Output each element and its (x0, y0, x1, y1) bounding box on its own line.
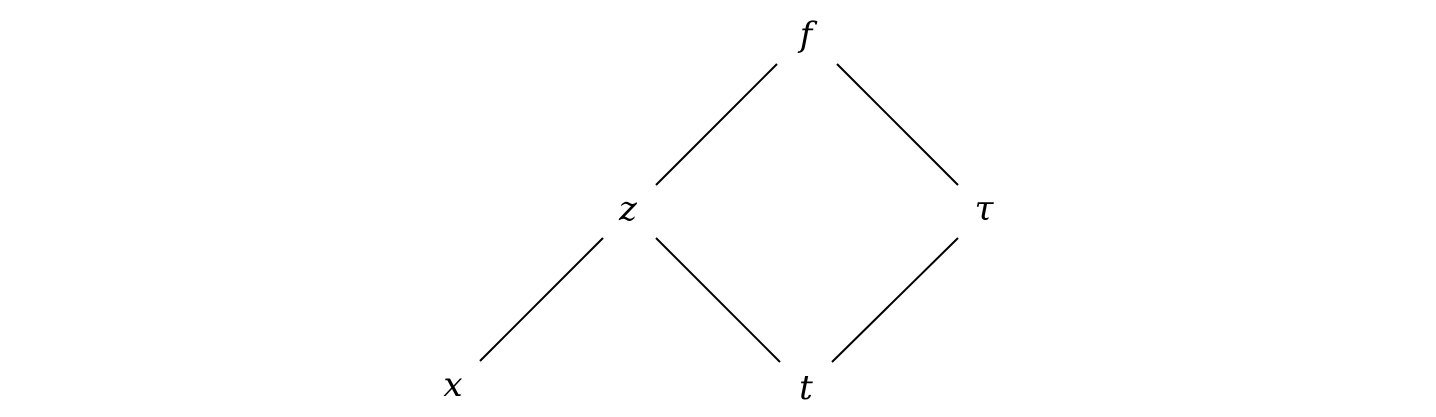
edge-tau-t (831, 237, 959, 363)
edge-f-tau (836, 63, 959, 186)
node-tau: τ (975, 189, 995, 229)
node-t: t (799, 368, 813, 408)
edge-z-x (479, 237, 604, 362)
edge-z-t (655, 237, 781, 363)
node-f: f (797, 15, 818, 55)
node-x: x (443, 365, 462, 405)
node-z: z (618, 189, 638, 229)
edge-f-z (655, 63, 778, 186)
